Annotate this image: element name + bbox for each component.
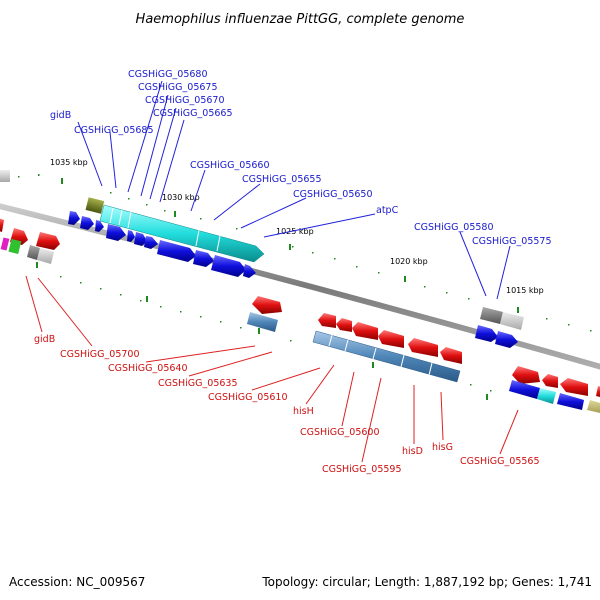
label-cgshigg-05685[interactable]: CGSHiGG_05685 bbox=[74, 125, 154, 136]
outer-guide-dots bbox=[18, 174, 592, 332]
tick-label-1015: 1015 kbp bbox=[506, 286, 544, 295]
label-gidB-fwd[interactable]: gidB bbox=[50, 110, 71, 121]
reverse-labels: gidB CGSHiGG_05700 CGSHiGG_05640 CGSHiGG… bbox=[34, 334, 540, 475]
gene-blue-fwd-6[interactable] bbox=[134, 232, 147, 246]
gene-blue-fwd-2[interactable] bbox=[80, 216, 94, 230]
gene-red-rev-640[interactable] bbox=[252, 296, 282, 314]
reverse-label-leaders bbox=[25, 275, 519, 463]
label-cgshigg-05575[interactable]: CGSHiGG_05575 bbox=[472, 236, 552, 247]
label-atpC[interactable]: atpC bbox=[376, 205, 399, 216]
gene-green-rev[interactable] bbox=[8, 238, 22, 255]
gene-gray-dark-rev[interactable] bbox=[27, 245, 40, 260]
label-cgshigg-05600[interactable]: CGSHiGG_05600 bbox=[300, 427, 380, 438]
label-cgshigg-05680[interactable]: CGSHiGG_05680 bbox=[128, 69, 208, 80]
forward-label-leaders bbox=[77, 80, 511, 300]
gene-red-rev-565-3[interactable] bbox=[560, 378, 588, 396]
gene-blue-fwd-8[interactable] bbox=[157, 240, 196, 262]
gene-red-rev-595[interactable] bbox=[378, 330, 404, 348]
gene-blue-rev-565-2[interactable] bbox=[557, 393, 584, 410]
gene-blue-fwd-11[interactable] bbox=[243, 264, 256, 278]
tick-label-1020: 1020 kbp bbox=[390, 257, 428, 266]
gene-gray-dark-fwd-1015[interactable] bbox=[480, 307, 503, 324]
gene-red-rev-hisG[interactable] bbox=[440, 347, 462, 364]
gene-blue-fwd-7[interactable] bbox=[144, 236, 158, 249]
gene-red-rev-left-3[interactable] bbox=[36, 232, 60, 250]
label-cgshigg-05580[interactable]: CGSHiGG_05580 bbox=[414, 222, 494, 233]
gene-red-rev-left-1[interactable] bbox=[0, 218, 4, 232]
gene-blue-fwd-4[interactable] bbox=[106, 224, 126, 241]
tick-label-1030: 1030 kbp bbox=[162, 193, 200, 202]
label-hisG[interactable]: hisG bbox=[432, 442, 453, 453]
gene-red-rev-hisD[interactable] bbox=[408, 338, 438, 357]
label-cgshigg-05655[interactable]: CGSHiGG_05655 bbox=[242, 174, 322, 185]
inner-guide-dots bbox=[60, 276, 492, 392]
gene-grey-left-fwd[interactable] bbox=[0, 170, 10, 182]
gene-blue-fwd-9[interactable] bbox=[193, 250, 214, 267]
gene-gray-light-fwd-1015[interactable] bbox=[500, 312, 524, 330]
label-gidB-rev[interactable]: gidB bbox=[34, 334, 55, 345]
gene-red-rev-565-4[interactable] bbox=[596, 386, 600, 398]
gene-blue-fwd-12[interactable] bbox=[475, 325, 498, 342]
gene-blue-fwd-1[interactable] bbox=[68, 211, 80, 225]
gene-blue-fwd-3[interactable] bbox=[95, 220, 104, 232]
map-title: Haemophilus influenzae PittGG, complete … bbox=[136, 12, 465, 27]
gene-red-rev-610[interactable] bbox=[318, 313, 336, 328]
gene-red-rev-hisH[interactable] bbox=[336, 318, 352, 332]
label-hisD[interactable]: hisD bbox=[402, 446, 423, 457]
gene-blue-fwd-5[interactable] bbox=[127, 230, 135, 242]
label-cgshigg-05665[interactable]: CGSHiGG_05665 bbox=[153, 108, 233, 119]
label-cgshigg-05610[interactable]: CGSHiGG_05610 bbox=[208, 392, 288, 403]
label-cgshigg-05565[interactable]: CGSHiGG_05565 bbox=[460, 456, 540, 467]
gene-blue-rev-565[interactable] bbox=[509, 380, 540, 399]
gene-blue-fwd-10[interactable] bbox=[211, 255, 246, 277]
label-cgshigg-05595[interactable]: CGSHiGG_05595 bbox=[322, 464, 402, 475]
gene-khaki-rev-565[interactable] bbox=[587, 400, 600, 414]
label-cgshigg-05650[interactable]: CGSHiGG_05650 bbox=[293, 189, 373, 200]
gene-red-rev-600[interactable] bbox=[352, 322, 378, 340]
genome-summary-text: Topology: circular; Length: 1,887,192 bp… bbox=[261, 575, 592, 589]
label-cgshigg-05675[interactable]: CGSHiGG_05675 bbox=[138, 82, 218, 93]
forward-strand-genes bbox=[0, 170, 524, 348]
label-cgshigg-05640[interactable]: CGSHiGG_05640 bbox=[108, 363, 188, 374]
gene-gray-light-rev[interactable] bbox=[37, 248, 54, 264]
label-cgshigg-05635[interactable]: CGSHiGG_05635 bbox=[158, 378, 238, 389]
reverse-strand-genes bbox=[0, 218, 600, 414]
gene-steel-rev-640[interactable] bbox=[247, 312, 278, 332]
gene-cyan-operon-fwd[interactable] bbox=[99, 204, 265, 263]
gene-blue-fwd-13[interactable] bbox=[495, 331, 518, 348]
tick-label-1025: 1025 kbp bbox=[276, 227, 314, 236]
gene-steel-operon-rev[interactable] bbox=[312, 330, 461, 383]
gene-red-rev-565-1[interactable] bbox=[512, 366, 540, 384]
label-hisH[interactable]: hisH bbox=[293, 406, 314, 417]
gene-red-rev-565-2[interactable] bbox=[542, 374, 558, 388]
kbp-tick-marks bbox=[36, 178, 519, 400]
gene-olive-fwd[interactable] bbox=[85, 197, 105, 214]
forward-labels: CGSHiGG_05680 CGSHiGG_05675 CGSHiGG_0567… bbox=[50, 69, 552, 247]
tick-label-1035: 1035 kbp bbox=[50, 158, 88, 167]
label-cgshigg-05700[interactable]: CGSHiGG_05700 bbox=[60, 349, 140, 360]
gene-magenta-rev[interactable] bbox=[0, 237, 10, 251]
accession-text: Accession: NC_009567 bbox=[9, 575, 145, 589]
gene-cyan-rev-565[interactable] bbox=[537, 388, 556, 404]
label-cgshigg-05670[interactable]: CGSHiGG_05670 bbox=[145, 95, 225, 106]
label-cgshigg-05660[interactable]: CGSHiGG_05660 bbox=[190, 160, 270, 171]
